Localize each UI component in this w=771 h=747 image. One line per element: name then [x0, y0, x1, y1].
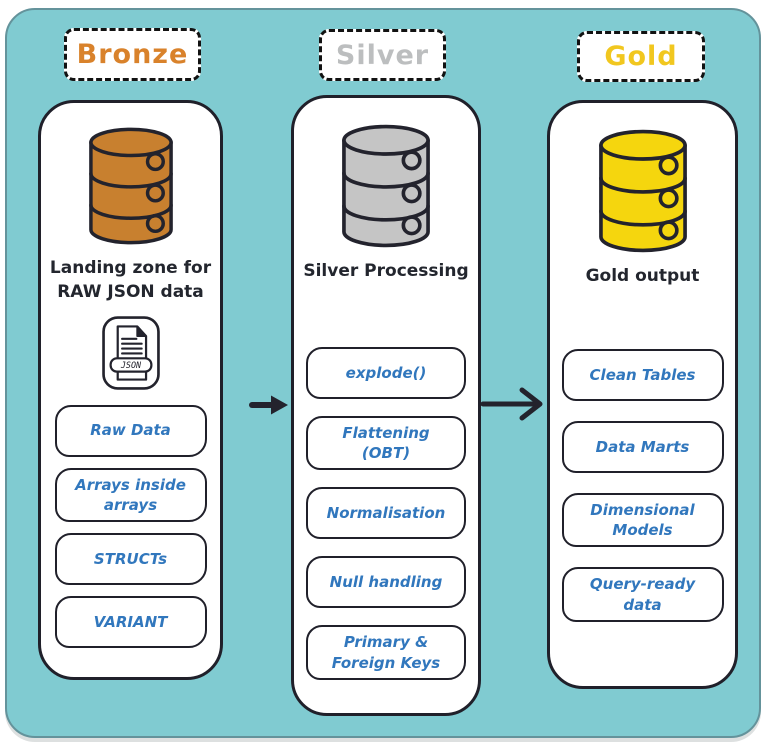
database-icon [88, 127, 173, 245]
gold-items: Clean Tables Data Marts Dimensional Mode… [561, 348, 724, 642]
stage-label-silver-text: Silver [335, 39, 430, 71]
bronze-heading: Landing zone for RAW JSON data [50, 257, 211, 305]
silver-item-explode: explode() [306, 346, 466, 399]
bronze-item-structs: STRUCTs [54, 533, 207, 586]
silver-item-flattening: Flattening (OBT) [306, 415, 466, 471]
database-icon [598, 129, 687, 253]
gold-item-query-ready-data: Query-ready data [561, 567, 724, 622]
silver-item-null-handling: Null handling [306, 556, 466, 609]
bronze-item-variant: VARIANT [54, 596, 207, 649]
silver-stage-card: Silver Processing explode() Flattening (… [291, 95, 481, 716]
json-badge-label: JSON [119, 360, 141, 370]
arrow-bronze-to-silver-icon [249, 395, 288, 415]
silver-item-normalisation: Normalisation [306, 487, 466, 540]
gold-stage-card: Gold output Clean Tables Data Marts Dime… [547, 100, 738, 689]
stage-label-gold: Gold [577, 31, 705, 82]
gold-item-data-marts: Data Marts [561, 420, 724, 473]
silver-item-primary-foreign-keys: Primary & Foreign Keys [306, 625, 466, 680]
database-icon [342, 124, 430, 248]
bronze-heading-line1: Landing zone for [49, 258, 212, 278]
stage-label-gold-text: Gold [604, 41, 678, 72]
arrow-silver-to-gold-icon [480, 387, 543, 421]
gold-item-clean-tables: Clean Tables [561, 348, 724, 401]
bronze-items: Raw Data Arrays inside arrays STRUCTs VA… [54, 404, 207, 660]
gold-heading: Gold output [586, 265, 700, 289]
bronze-item-raw-data: Raw Data [54, 404, 207, 457]
bronze-stage-card: Landing zone for RAW JSON data JSON Raw … [38, 100, 223, 680]
silver-items: explode() Flattening (OBT) Normalisation… [306, 346, 466, 697]
silver-heading-line1: Silver Processing [303, 261, 469, 281]
stage-label-silver: Silver [319, 29, 446, 81]
gold-item-dimensional-models: Dimensional Models [561, 492, 724, 548]
silver-heading: Silver Processing [303, 260, 468, 284]
stage-label-bronze-text: Bronze [76, 39, 189, 70]
stage-label-bronze: Bronze [64, 28, 201, 81]
gold-heading-line1: Gold output [585, 266, 700, 286]
json-file-icon: JSON [101, 315, 160, 390]
bronze-heading-line2: RAW JSON data [57, 281, 204, 302]
bronze-item-arrays: Arrays inside arrays [54, 467, 207, 523]
